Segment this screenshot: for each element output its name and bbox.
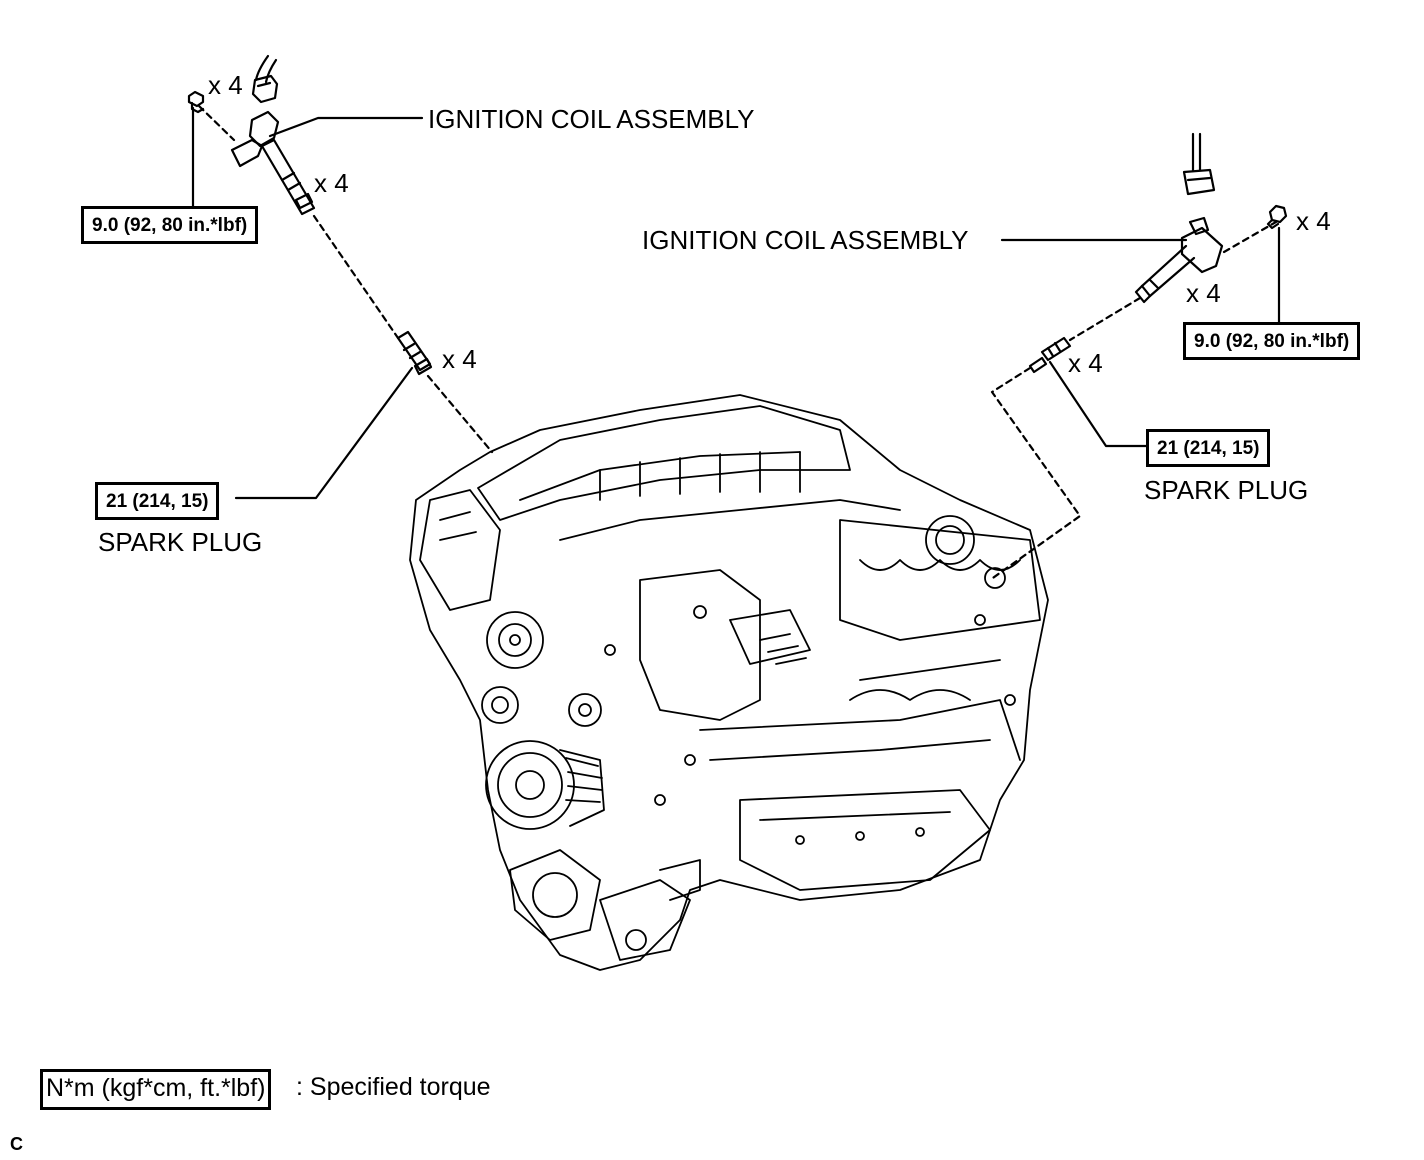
- bolt-icon-left: [187, 90, 205, 114]
- figure-code: C: [10, 1134, 23, 1154]
- qty-bolt-right: x 4: [1296, 206, 1331, 236]
- leader-line-plug-right: [1048, 360, 1150, 448]
- label-spark-plug-left: SPARK PLUG: [98, 527, 263, 557]
- qty-coil-left: x 4: [314, 168, 349, 198]
- qty-bolt-left: x 4: [208, 70, 243, 100]
- torque-box-bolt-left: 9.0 (92, 80 in.*lbf): [81, 206, 259, 244]
- torque-box-plug-left: 21 (214, 15): [95, 482, 220, 520]
- bolt-icon-right: [1266, 204, 1288, 230]
- torque-box-bolt-right: 9.0 (92, 80 in.*lbf): [1183, 322, 1361, 360]
- spark-plug-icon-right: [1028, 336, 1072, 374]
- engine-illustration: [409, 394, 1049, 971]
- label-ignition-coil-left: IGNITION COIL ASSEMBLY: [428, 104, 755, 134]
- spark-plug-icon-left: [396, 330, 433, 376]
- dashed-path-right: [988, 220, 1278, 582]
- label-spark-plug-right: SPARK PLUG: [1144, 475, 1309, 505]
- leader-line-plug-left: [234, 366, 414, 500]
- torque-box-plug-right: 21 (214, 15): [1146, 429, 1271, 467]
- label-ignition-coil-right: IGNITION COIL ASSEMBLY: [642, 225, 969, 255]
- leader-line-coil-left: [268, 116, 424, 138]
- legend-description: : Specified torque: [296, 1073, 491, 1101]
- dashed-path-left: [197, 104, 494, 454]
- qty-plug-left: x 4: [442, 344, 477, 374]
- connector-icon-right: [1182, 132, 1216, 196]
- ignition-coil-icon-right: [1134, 216, 1224, 304]
- qty-plug-right: x 4: [1068, 348, 1103, 378]
- qty-coil-right: x 4: [1186, 278, 1221, 308]
- ignition-coil-icon-left: [230, 110, 316, 216]
- legend-torque-unit-box: N*m (kgf*cm, ft.*lbf): [40, 1069, 272, 1110]
- connector-icon-left: [251, 54, 279, 104]
